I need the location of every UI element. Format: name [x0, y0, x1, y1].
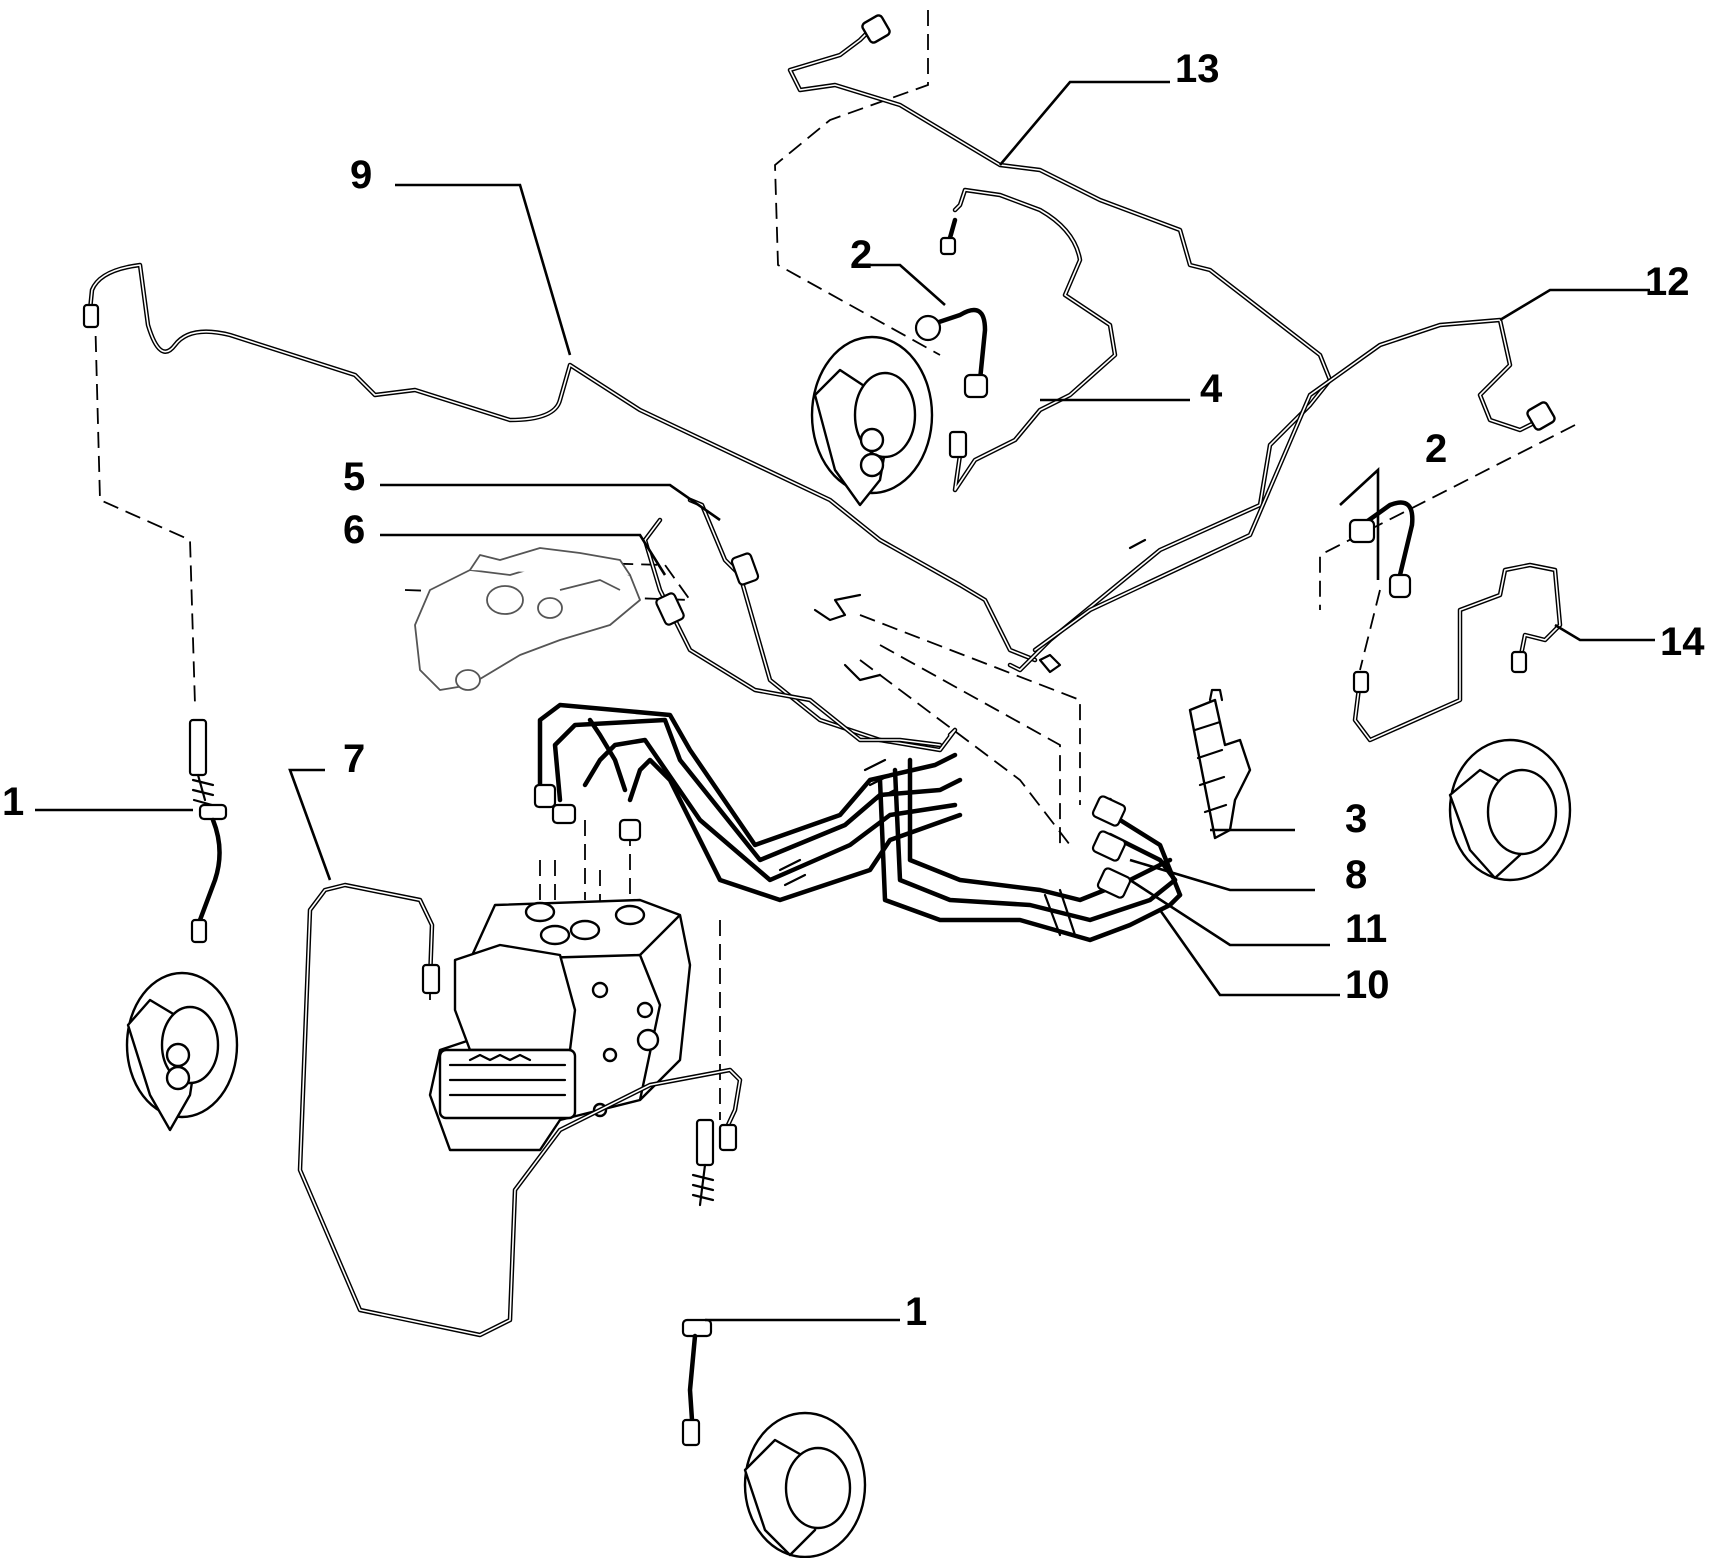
rear-right-flexible-hose: [1348, 500, 1415, 599]
rear-left-brake-disc: [743, 1411, 867, 1558]
assembly-guide-lines: [94, 10, 1576, 1120]
pipe-12-rear-right-line: [1032, 317, 1556, 653]
rear-left-flexible-hose: [681, 1118, 715, 1447]
pipe-junction-clip: [813, 593, 1062, 682]
pipe-retaining-bracket: [1188, 688, 1252, 840]
callout-2-front-right-hose: 2: [850, 233, 872, 277]
callout-leaders: [35, 80, 1655, 1322]
callout-9-pipe: 9: [350, 153, 372, 197]
callout-12-pipe: 12: [1645, 260, 1690, 304]
callout-6-pipe: 6: [343, 508, 365, 552]
callout-1-front-left-hose: 1: [2, 780, 24, 824]
abs-outlet-pipe-bundle: [533, 702, 1183, 943]
callout-3-bracket: 3: [1345, 797, 1367, 841]
callout-13-pipe: 13: [1175, 47, 1220, 91]
pipe-7-rear-left-line: [297, 882, 743, 1338]
pipe-14-rear-right-caliper-line: [1352, 562, 1563, 743]
pipe-9-front-left-line: [82, 262, 1038, 663]
callout-2-rear-right-hose: 2: [1425, 427, 1447, 471]
callout-8-pipe: 8: [1345, 853, 1367, 897]
pipe-5-primary-circuit: [687, 497, 958, 753]
pipe-6-secondary-circuit: [642, 517, 943, 748]
callout-labels: 1 1 2 2 3 4 5 6 7 8 9 10 11 12 13 14: [2, 47, 1705, 1334]
front-right-flexible-hose: [914, 217, 989, 399]
pipe-13-front-right-line: [787, 14, 1333, 673]
front-right-brake-disc: [810, 335, 934, 507]
pipe-4-front-right-caliper-line: [948, 187, 1118, 493]
callout-7-pipe: 7: [343, 737, 365, 781]
front-left-flexible-hose: [188, 718, 228, 944]
callout-14-pipe: 14: [1660, 620, 1705, 664]
abs-hydraulic-unit: [428, 898, 692, 1152]
callout-1-rear-left-hose: 1: [905, 1290, 927, 1334]
callout-11-pipe: 11: [1345, 907, 1387, 951]
callout-4-pipe: 4: [1200, 367, 1223, 411]
rear-right-brake-disc: [1448, 738, 1572, 882]
callout-10-pipe: 10: [1345, 963, 1390, 1007]
front-left-brake-disc: [125, 971, 239, 1132]
brake-master-cylinder: [414, 547, 641, 691]
callout-5-pipe: 5: [343, 455, 365, 499]
